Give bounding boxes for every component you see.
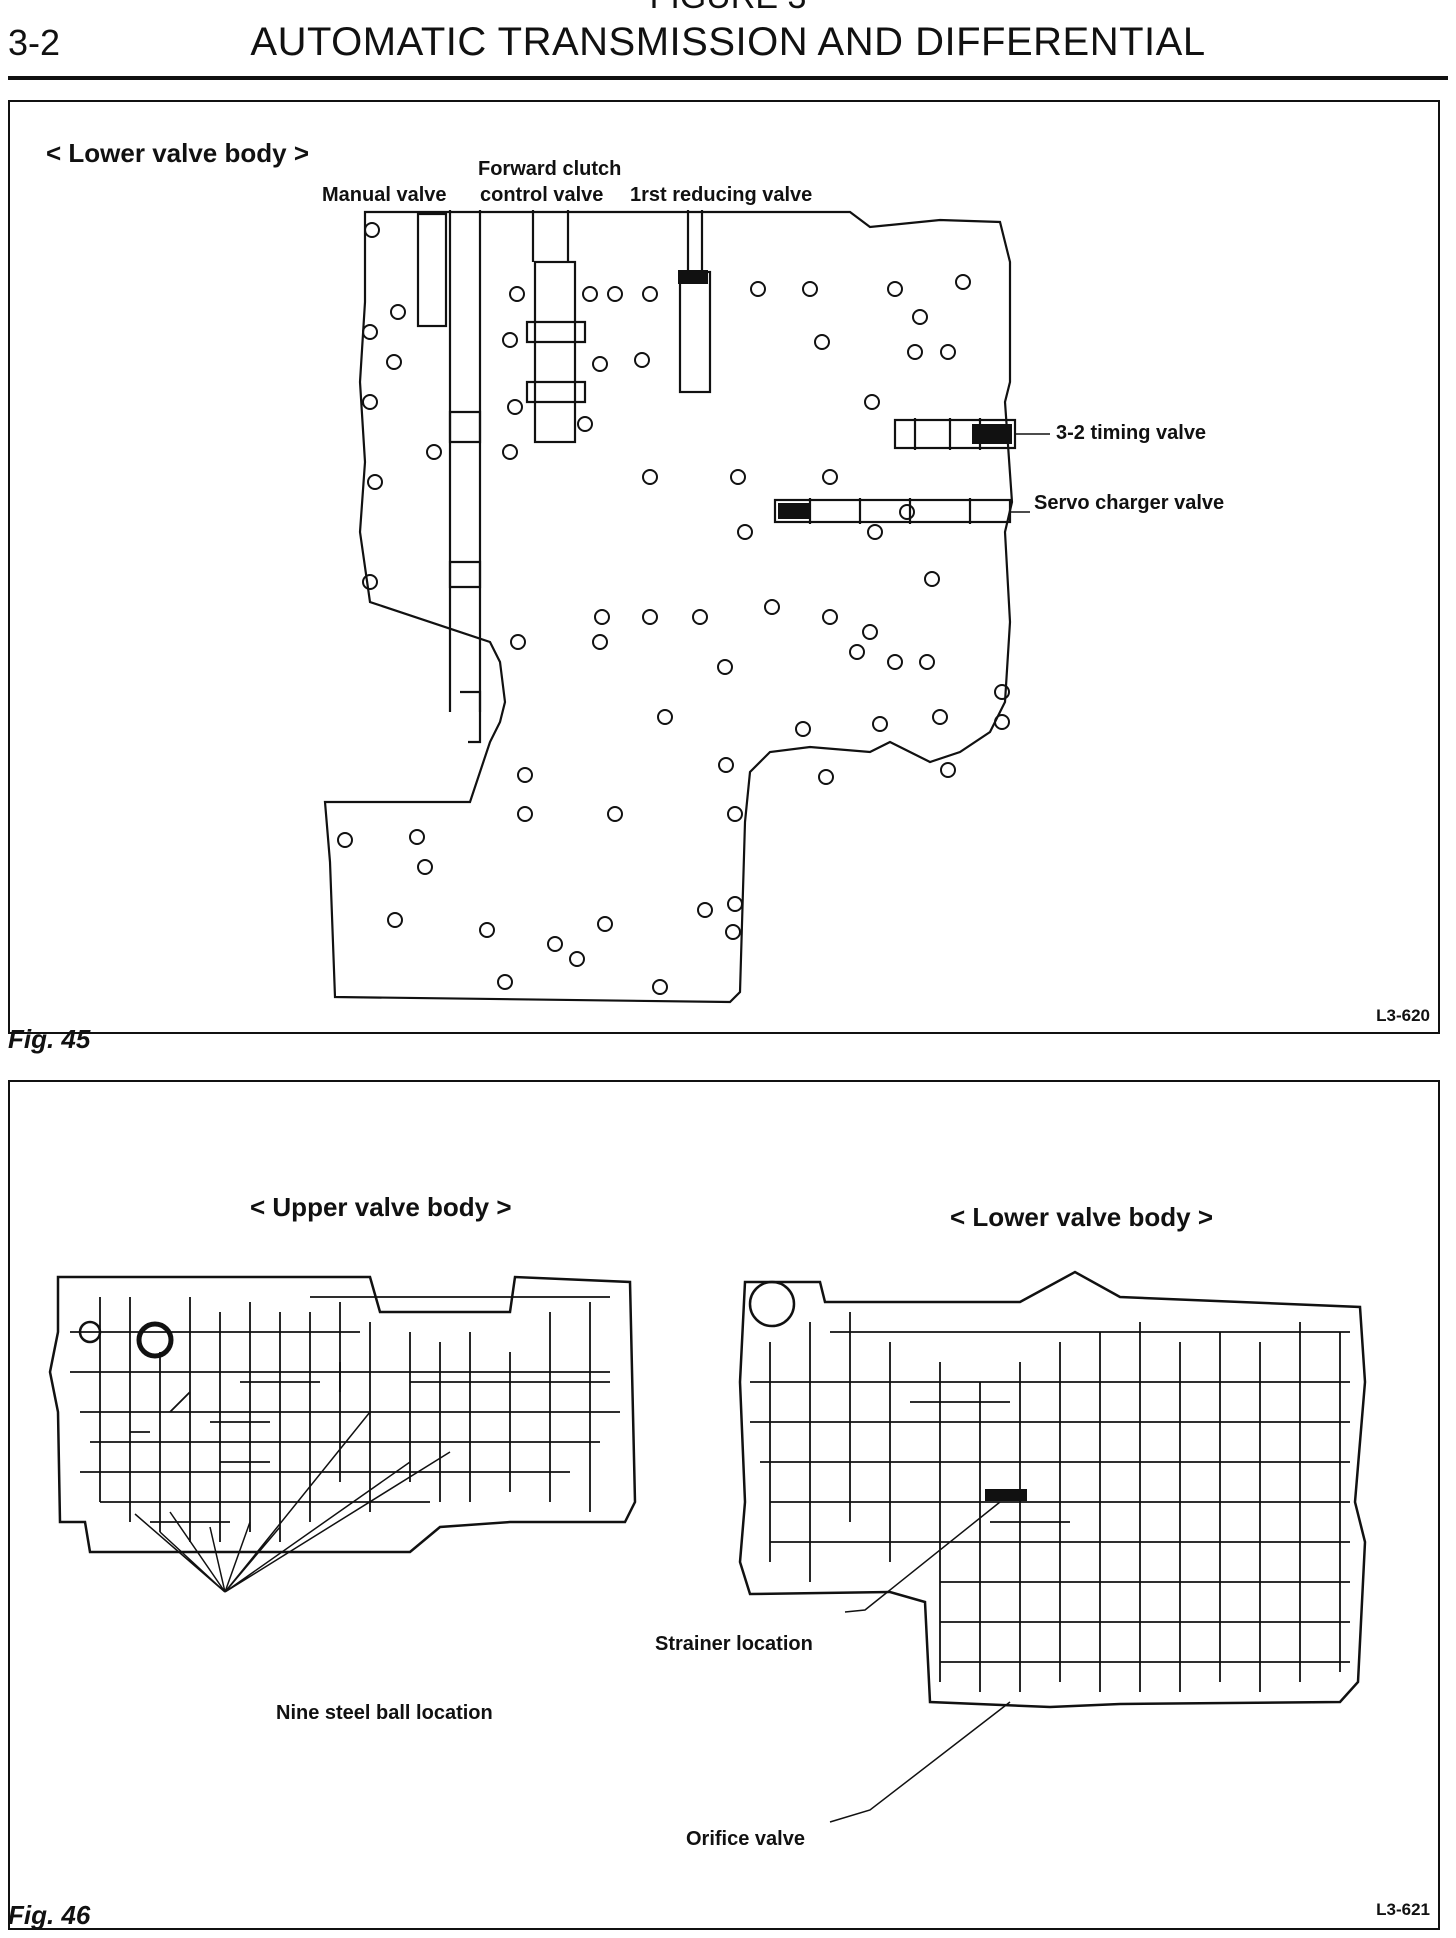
figure-45-panel: < Lower valve body > Forward clutch Manu… [8, 100, 1440, 1034]
forward-clutch-label-line2: control valve [480, 184, 604, 206]
orifice-valve-label: Orifice valve [686, 1828, 805, 1850]
section-number: 3-2 [8, 22, 61, 63]
manual-valve-label: Manual valve [322, 184, 447, 206]
fig45-code: L3-620 [1376, 1006, 1430, 1025]
lower-valve-body-drawing [323, 210, 1050, 1004]
fig45-label: Fig. 45 [8, 1024, 91, 1054]
fig46-code: L3-621 [1376, 1900, 1430, 1919]
upper-valve-body-title: < Upper valve body > [250, 1192, 512, 1222]
nine-steel-ball-label: Nine steel ball location [276, 1702, 493, 1724]
upper-and-lower-valve-body-drawing [48, 1270, 1367, 1823]
figure-46-panel: < Upper valve body > < Lower valve body … [8, 1080, 1440, 1930]
forward-clutch-label-line1: Forward clutch [478, 158, 622, 180]
first-reducing-valve-label: 1rst reducing valve [630, 184, 813, 206]
fig46-label: Fig. 46 [8, 1900, 91, 1930]
lower-valve-body-title: < Lower valve body > [950, 1202, 1213, 1232]
fig45-panel-title: < Lower valve body > [46, 138, 309, 168]
timing-valve-label: 3-2 timing valve [1056, 422, 1207, 444]
servo-charger-valve-label: Servo charger valve [1034, 492, 1225, 514]
header-rule [8, 76, 1448, 80]
page-header-top-title: FIGURE 3 [0, 0, 1456, 17]
strainer-location-label: Strainer location [655, 1633, 813, 1655]
page-title: AUTOMATIC TRANSMISSION AND DIFFERENTIAL [250, 20, 1206, 64]
